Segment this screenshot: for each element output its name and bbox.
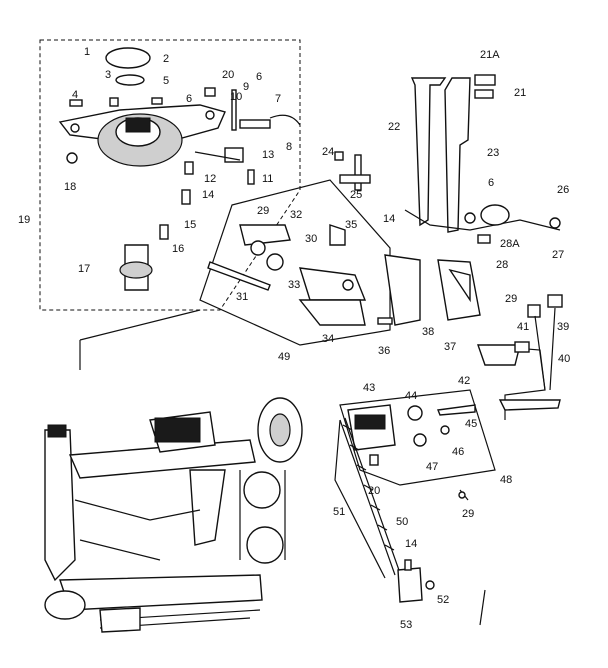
callout-label: 46 (452, 446, 464, 458)
callout-label: 35 (345, 219, 357, 231)
callout-label: 44 (405, 390, 417, 402)
callout-label: 27 (552, 249, 564, 261)
machine-arm-assembly (44, 397, 303, 633)
callout-label: 13 (262, 149, 274, 161)
callout-label: 45 (465, 418, 477, 430)
callout-label: 10 (230, 91, 242, 103)
callout-label: 20 (368, 485, 380, 497)
callout-label: 2 (163, 53, 169, 65)
lower-right-assembly (347, 404, 476, 501)
callout-label: 21A (480, 49, 500, 61)
leader-line-group-49 (79, 309, 201, 370)
callout-label: 6 (256, 71, 262, 83)
callout-label: 36 (378, 345, 390, 357)
callout-label: 17 (78, 263, 90, 275)
callout-label: 32 (290, 209, 302, 221)
callout-label: 37 (444, 341, 456, 353)
callout-label: 23 (487, 147, 499, 159)
group-boundary-lower-right (339, 389, 496, 486)
bobbin-base-assembly (58, 47, 226, 167)
callout-label: 42 (458, 375, 470, 387)
callout-label: 29 (257, 205, 269, 217)
callout-label: 31 (236, 291, 248, 303)
callout-label: 14 (405, 538, 417, 550)
group-boundary-upper-left (39, 39, 301, 311)
callout-label: 48 (500, 474, 512, 486)
leader-line-spring (334, 419, 386, 579)
callout-label: 40 (558, 353, 570, 365)
spring (339, 417, 401, 576)
callout-label: 52 (437, 594, 449, 606)
callout-label: 51 (333, 506, 345, 518)
callout-label: 18 (64, 181, 76, 193)
vertical-bracket-assembly (334, 74, 561, 244)
callout-label: 14 (383, 213, 395, 225)
callout-label: 12 (204, 173, 216, 185)
callout-label: 1 (84, 46, 90, 58)
callout-label: 39 (557, 321, 569, 333)
group-boundary-center (199, 179, 391, 346)
callout-label: 3 (105, 69, 111, 81)
callout-label: 41 (517, 321, 529, 333)
callout-label: 29 (505, 293, 517, 305)
bottom-bracket (397, 559, 486, 626)
callout-label: 22 (388, 121, 400, 133)
callout-label: 38 (422, 326, 434, 338)
callout-label: 4 (72, 89, 78, 101)
callout-label: 50 (396, 516, 408, 528)
callout-label: 16 (172, 243, 184, 255)
callout-label: 14 (202, 189, 214, 201)
callout-labels: 1 2 3 4 5 6 20 10 9 6 7 13 8 19 18 12 14… (18, 46, 570, 631)
callout-label: 20 (222, 69, 234, 81)
callout-label: 19 (18, 214, 30, 226)
callout-label: 28 (496, 259, 508, 271)
callout-label: 6 (488, 177, 494, 189)
callout-label: 33 (288, 279, 300, 291)
callout-label: 43 (363, 382, 375, 394)
callout-label: 25 (350, 189, 362, 201)
small-parts-upper (66, 87, 301, 291)
callout-label: 6 (186, 93, 192, 105)
callout-label: 53 (400, 619, 412, 631)
callout-label: 47 (426, 461, 438, 473)
callout-label: 29 (462, 508, 474, 520)
callout-label: 7 (275, 93, 281, 105)
callout-label: 49 (278, 351, 290, 363)
callout-label: 5 (163, 75, 169, 87)
callout-label: 26 (557, 184, 569, 196)
callout-label: 15 (184, 219, 196, 231)
callout-label: 8 (286, 141, 292, 153)
center-assembly (207, 224, 481, 326)
callout-label: 34 (322, 333, 334, 345)
callout-label: 24 (322, 146, 334, 158)
callout-label: 28A (500, 238, 520, 250)
callout-label: 30 (305, 233, 317, 245)
callout-label: 9 (243, 81, 249, 93)
callout-label: 21 (514, 87, 526, 99)
callout-label: 11 (262, 173, 273, 185)
lever-assembly-right (477, 294, 563, 420)
